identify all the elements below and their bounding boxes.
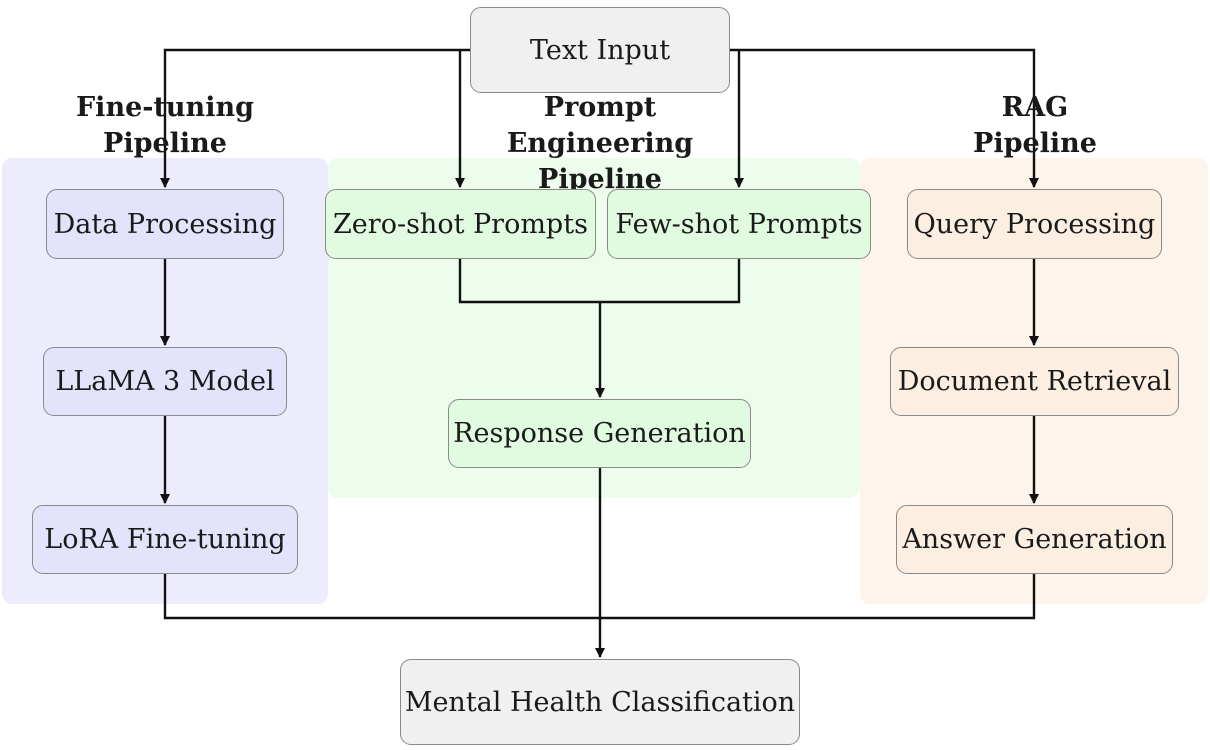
- lora-finetuning-node: LoRA Fine-tuning: [32, 505, 298, 574]
- prompt-title-line1: Prompt: [543, 92, 657, 123]
- response-generation-node: Response Generation: [448, 399, 751, 468]
- edge-input-to-data-processing: [160, 48, 470, 188]
- rag-title-line2: Pipeline: [973, 128, 1097, 159]
- few-shot-prompts-node: Few-shot Prompts: [607, 189, 871, 259]
- edge-input-to-query-processing: [730, 48, 1039, 188]
- rag-title-line1: RAG: [1001, 92, 1069, 123]
- text-input-node: Text Input: [470, 7, 730, 93]
- query-processing-node: Query Processing: [907, 189, 1162, 259]
- mental-health-classification-node: Mental Health Classification: [400, 659, 800, 745]
- edge-zero-shot-merge: [458, 259, 741, 304]
- finetuning-title-line2: Pipeline: [103, 128, 227, 159]
- data-processing-node: Data Processing: [46, 189, 284, 259]
- finetuning-title-line1: Fine-tuning: [76, 92, 254, 123]
- prompt-pipeline-title: Prompt Engineering Pipeline: [470, 90, 730, 198]
- llama-3-model-node: LLaMA 3 Model: [43, 347, 287, 416]
- document-retrieval-node: Document Retrieval: [890, 347, 1179, 416]
- finetuning-pipeline-title: Fine-tuning Pipeline: [40, 90, 290, 162]
- zero-shot-prompts-node: Zero-shot Prompts: [325, 189, 596, 259]
- rag-pipeline-title: RAG Pipeline: [930, 90, 1140, 162]
- answer-generation-node: Answer Generation: [896, 505, 1173, 574]
- prompt-title-line2: Engineering: [506, 128, 694, 159]
